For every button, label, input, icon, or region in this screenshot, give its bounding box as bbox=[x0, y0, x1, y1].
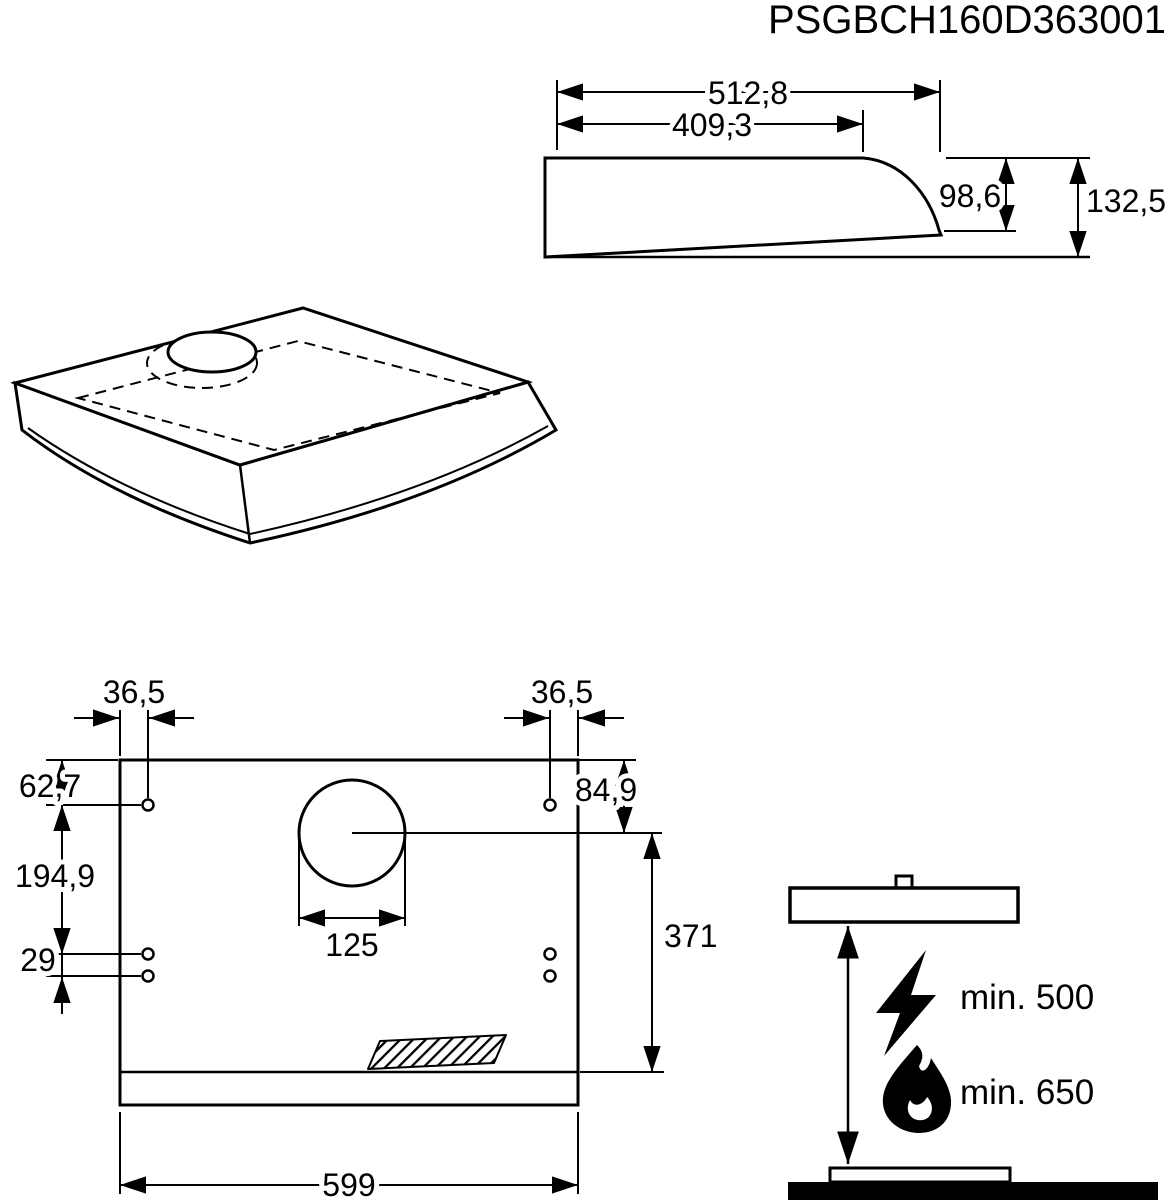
dim-top-to-holes: 62,7 bbox=[19, 768, 81, 804]
dim-vent-to-front: 371 bbox=[664, 918, 717, 954]
mounting-hole bbox=[543, 969, 557, 983]
hood-skirt bbox=[13, 380, 559, 545]
hood-front-lip-line bbox=[27, 425, 549, 536]
dim-duct-offset: 409,3 bbox=[672, 107, 752, 143]
electric-clearance-label: min. 500 bbox=[960, 978, 1094, 1017]
dim-front-height: 98,6 bbox=[939, 178, 1001, 214]
dim-top-to-vent: 84,9 bbox=[575, 772, 637, 808]
filter-hatch-area bbox=[367, 1034, 507, 1070]
dim-hood-width: 599 bbox=[322, 1167, 375, 1200]
isometric-view bbox=[9, 306, 559, 545]
vent-outlet bbox=[166, 330, 258, 374]
hood-front-corner-edge bbox=[238, 464, 252, 544]
hood-side-outline bbox=[543, 156, 944, 259]
hood-body bbox=[788, 886, 1020, 924]
dim-hole-spacing: 194,9 bbox=[15, 858, 95, 894]
dim-hole-inset-left: 36,5 bbox=[103, 674, 165, 710]
hidden-duct-dashed bbox=[146, 337, 258, 389]
mounting-hole bbox=[543, 798, 557, 812]
flame-icon-inner bbox=[907, 1097, 932, 1121]
bottom-mounting-view: 36,5 36,5 62,7 194,9 29 84,9 371 bbox=[10, 674, 717, 1200]
counter-surface bbox=[788, 1182, 1158, 1200]
dim-total-height: 132,5 bbox=[1086, 183, 1166, 219]
mounting-hole bbox=[141, 798, 155, 812]
dim-hole-inset-right: 36,5 bbox=[531, 674, 593, 710]
dim-total-width: 512,8 bbox=[708, 75, 788, 111]
dim-hole-pair-gap: 29 bbox=[20, 942, 56, 978]
flame-icon bbox=[882, 1045, 952, 1133]
side-profile-view: 512,8 409,3 98,6 132,5 bbox=[543, 70, 1168, 259]
cooktop-appliance bbox=[828, 1166, 1012, 1184]
lightning-icon bbox=[876, 950, 936, 1056]
installation-clearance-view: min. 500 min. 650 bbox=[788, 874, 1158, 1200]
dim-vent-diameter: 125 bbox=[325, 927, 378, 963]
mounting-hole bbox=[141, 969, 155, 983]
mounting-hole bbox=[543, 947, 557, 961]
gas-clearance-label: min. 650 bbox=[960, 1073, 1094, 1112]
part-number: PSGBCH160D363001 bbox=[768, 0, 1166, 42]
mounting-hole bbox=[141, 947, 155, 961]
